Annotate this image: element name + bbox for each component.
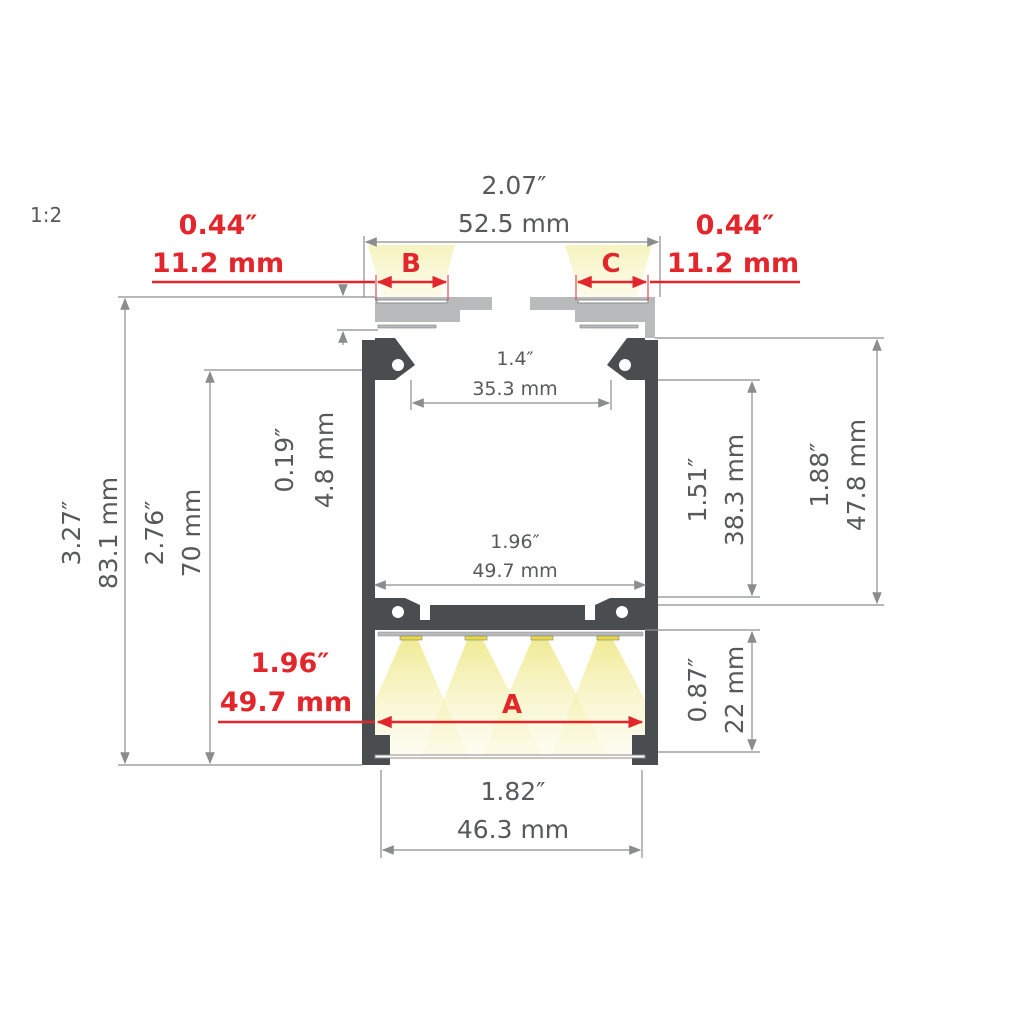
lower-chamber-mm: 22 mm <box>720 646 749 734</box>
upper-total-mm: 47.8 mm <box>842 419 871 531</box>
overall-height-inch: 3.27″ <box>57 500 86 565</box>
upper-chamber-inch: 1.51″ <box>683 457 712 522</box>
lens-a-label: A <box>502 690 522 720</box>
overall-width-inch: 2.07″ <box>481 171 546 200</box>
lens-b-inch: 0.44″ <box>179 210 258 241</box>
body-height-inch: 2.76″ <box>140 500 169 565</box>
lens-c-label: C <box>601 249 620 279</box>
top-lens-depth-inch: 0.19″ <box>270 427 299 492</box>
upper-total-inch: 1.88″ <box>805 442 834 507</box>
lens-b-mm: 11.2 mm <box>152 248 284 279</box>
top-lens-depth-mm: 4.8 mm <box>310 412 339 508</box>
lens-a-inch: 1.96″ <box>251 648 330 679</box>
scale-label: 1:2 <box>30 203 62 227</box>
inner-top-width-mm: 35.3 mm <box>472 378 557 400</box>
aluminium-profile <box>362 297 658 765</box>
body-height-mm: 70 mm <box>177 489 206 577</box>
lower-chamber-inch: 0.87″ <box>683 657 712 722</box>
bottom-width-mm: 46.3 mm <box>457 815 569 844</box>
overall-width-mm: 52.5 mm <box>458 209 570 238</box>
upper-chamber-mm: 38.3 mm <box>720 434 749 546</box>
inner-width-mm: 49.7 mm <box>472 560 557 582</box>
lens-dimensions <box>152 275 800 729</box>
inner-width-inch: 1.96″ <box>490 531 539 553</box>
overall-height-mm: 83.1 mm <box>94 477 123 589</box>
dimension-lines <box>118 236 884 858</box>
lens-b-label: B <box>401 249 421 279</box>
lens-c-mm: 11.2 mm <box>667 248 799 279</box>
bottom-width-inch: 1.82″ <box>480 777 545 806</box>
inner-top-width-inch: 1.4″ <box>496 348 533 370</box>
light-beams <box>368 245 652 760</box>
lens-c-inch: 0.44″ <box>696 210 775 241</box>
lens-a-mm: 49.7 mm <box>220 687 352 718</box>
